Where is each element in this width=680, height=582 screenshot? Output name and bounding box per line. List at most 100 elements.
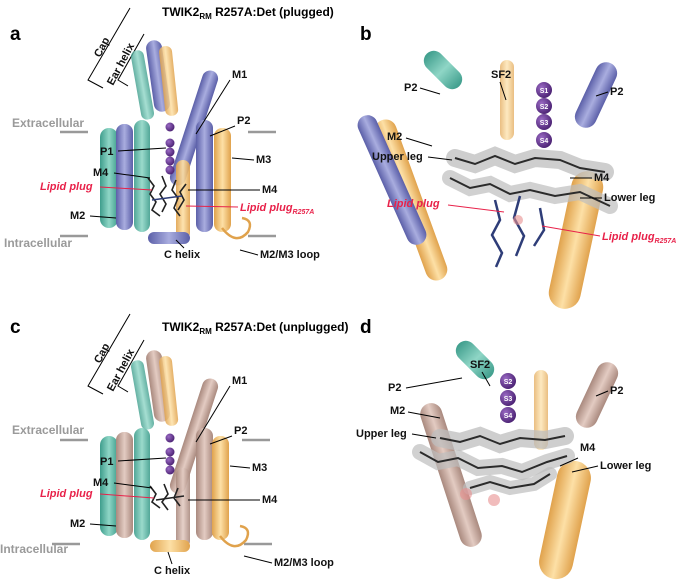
b-lipid-plug-r257a-text: Lipid plug bbox=[602, 231, 655, 243]
ion-s3-label: S3 bbox=[540, 120, 549, 127]
d-p2-right-label: P2 bbox=[610, 385, 623, 397]
b-p2-left-leader bbox=[419, 87, 441, 95]
c-helix-m1-mauve bbox=[169, 378, 219, 494]
panel-b: b S1 S2 S3 S4 P2 SF2 P2 bbox=[357, 24, 676, 309]
c-lipid-plug-label: Lipid plug bbox=[40, 488, 93, 500]
c-helix-mauve-center bbox=[176, 468, 190, 548]
closeup-structure-b bbox=[357, 50, 618, 309]
panel-d: d S2 S3 S4 P2 SF2 P2 M2 bbox=[356, 317, 651, 580]
ear-helix-teal bbox=[130, 50, 155, 120]
c-m4-right-label: M4 bbox=[262, 494, 278, 506]
b-lipid-plug-label: Lipid plug bbox=[387, 198, 440, 210]
cap-bracket bbox=[87, 7, 131, 89]
ion-s4-circle bbox=[536, 132, 552, 148]
c-c-helix-label: C helix bbox=[154, 565, 191, 577]
c-ear-helix-teal bbox=[130, 360, 155, 430]
loop-leader bbox=[239, 249, 259, 256]
headgroup-highlight bbox=[513, 215, 523, 225]
panel-a: a TWIK2RM R257A:Det (plugged) Cap Ear he… bbox=[4, 5, 334, 261]
c-loop-leader bbox=[243, 555, 273, 564]
d-upper-leg-label: Upper leg bbox=[356, 428, 407, 440]
ion-s2-label: S2 bbox=[540, 104, 549, 111]
lipid-d bbox=[412, 426, 575, 506]
d-ion-s4-circle bbox=[500, 407, 516, 423]
m1-label: M1 bbox=[232, 69, 247, 81]
lipid-tail bbox=[159, 175, 167, 213]
lipid-tail bbox=[155, 495, 185, 501]
ion bbox=[165, 147, 175, 157]
panel-a-title-post: R257A:Det (plugged) bbox=[212, 5, 334, 19]
lipid-tail bbox=[171, 179, 181, 217]
c-lipid-plug-leader bbox=[99, 493, 155, 499]
d-upper-leg-leader bbox=[411, 433, 437, 439]
c-helix-shape bbox=[148, 232, 190, 244]
c-m3-label: M3 bbox=[252, 462, 267, 474]
lipid-blue-sticks bbox=[490, 195, 546, 268]
helix-m1-slate bbox=[169, 70, 219, 186]
d-sf-helix bbox=[534, 370, 548, 450]
d-lower-leg-stick bbox=[419, 451, 568, 474]
sf-helix bbox=[500, 60, 514, 140]
c-p1-label: P1 bbox=[100, 456, 113, 468]
d-p2-left-label: P2 bbox=[388, 382, 401, 394]
c-m1-leader bbox=[195, 385, 231, 443]
helix-orange-center bbox=[176, 160, 190, 240]
panel-letter-b: b bbox=[360, 24, 372, 45]
loop-label: M2/M3 loop bbox=[260, 249, 320, 261]
b-lipid-plug-r257a-leader bbox=[541, 225, 601, 237]
c-cap-label: Cap bbox=[92, 341, 112, 365]
lipid-plug-leader bbox=[99, 186, 153, 191]
lipid-plug-a bbox=[147, 175, 187, 217]
ear-helix-orange bbox=[159, 46, 179, 116]
ion-s3-circle bbox=[536, 114, 552, 130]
m1-leader bbox=[195, 79, 231, 135]
d-upper-leg-stick bbox=[439, 434, 566, 446]
ion-s3: S3 bbox=[536, 114, 552, 130]
c-helix-mauve-left bbox=[116, 432, 133, 538]
c-helix-teal-left bbox=[100, 436, 118, 536]
panel-c-title-sub: RM bbox=[199, 327, 212, 336]
helix-slate-left bbox=[116, 124, 133, 230]
m2-leader bbox=[89, 215, 117, 219]
ion bbox=[165, 447, 175, 457]
b-lower-leg-label: Lower leg bbox=[604, 192, 655, 204]
c-cap-bracket bbox=[87, 313, 131, 395]
ion-s4: S4 bbox=[500, 407, 516, 423]
intracellular-label: Intracellular bbox=[4, 236, 72, 250]
c-c-helix-shape bbox=[150, 540, 190, 552]
d-ion-s4-label: S4 bbox=[504, 413, 513, 420]
d-lower-leg-label: Lower leg bbox=[600, 460, 651, 472]
c-helix-label: C helix bbox=[164, 249, 201, 261]
c-loop-shape bbox=[219, 524, 250, 548]
d-p2-left-helix bbox=[455, 340, 495, 380]
d-p2-left-leader bbox=[405, 377, 463, 389]
lipid-plug-r257a-label: Lipid plugR257A bbox=[240, 202, 314, 216]
helix-teal-center bbox=[134, 120, 150, 232]
panel-c: c TWIK2RM R257A:Det (unplugged) Cap Ear … bbox=[0, 313, 349, 577]
m2-helix-slate bbox=[357, 115, 427, 245]
b-sf2-label: SF2 bbox=[491, 69, 511, 81]
c-m2-label: M2 bbox=[70, 518, 85, 530]
ion bbox=[165, 465, 175, 475]
d-m4-label: M4 bbox=[580, 442, 596, 454]
ions-b: S1 S2 S3 S4 bbox=[536, 82, 552, 148]
p2-left-helix bbox=[423, 50, 463, 90]
p1-leader bbox=[117, 147, 167, 152]
protein-structure-c bbox=[100, 350, 250, 552]
c-ear-helix-orange bbox=[159, 356, 179, 426]
c-extracellular-label: Extracellular bbox=[12, 423, 84, 437]
panel-c-title-post: R257A:Det (unplugged) bbox=[212, 320, 349, 334]
c-intracellular-label: Intracellular bbox=[0, 542, 68, 556]
lipid-plug-r257a-text: Lipid plug bbox=[240, 202, 293, 214]
b-m2-label: M2 bbox=[387, 131, 402, 143]
c-c-helix-leader bbox=[167, 551, 173, 565]
c-m4-left-label: M4 bbox=[93, 477, 109, 489]
ion-s4-label: S4 bbox=[540, 138, 549, 145]
p2-leader bbox=[209, 125, 236, 137]
b-m2-leader bbox=[405, 137, 433, 147]
panel-letter-a: a bbox=[10, 24, 21, 45]
ions-c bbox=[165, 433, 175, 475]
lipid-plug-r257a-sub: R257A bbox=[293, 209, 315, 216]
d-m2-label: M2 bbox=[390, 405, 405, 417]
